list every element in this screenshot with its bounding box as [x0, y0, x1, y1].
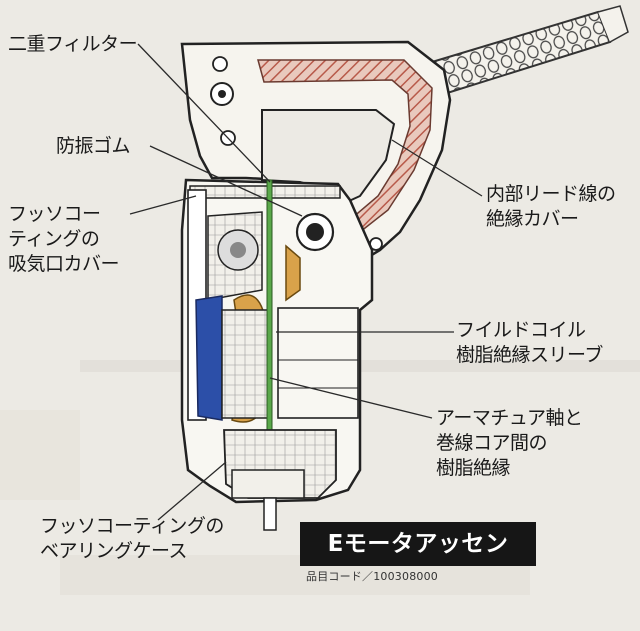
motor-frame	[180, 178, 374, 531]
label-fluoro-intake-cover: フッソコー ティングの 吸気口カバー	[8, 203, 120, 275]
label-lead-insulation: 内部リード線の 絶縁カバー	[486, 183, 616, 230]
product-title: Eモータアッセン	[300, 522, 536, 566]
label-field-coil-sleeve: フイルドコイル 樹脂絶縁スリーブ	[456, 319, 603, 366]
label-armature-insulation: アーマチュア軸と 巻線コア間の 樹脂絶縁	[436, 407, 583, 479]
label-bearing-case: フッソコーティングの ベアリングケース	[40, 515, 224, 562]
leader-double-filter	[137, 43, 271, 183]
product-code: 品目コード／100308000	[306, 570, 438, 583]
leader-vibration-rubber	[149, 145, 303, 217]
power-cord	[430, 5, 629, 96]
label-double-filter: 二重フィルター	[8, 33, 138, 55]
leader-bearing-case	[157, 461, 227, 521]
leader-lines	[129, 43, 483, 521]
leader-lead-insulation	[391, 139, 483, 197]
leader-armature	[269, 377, 433, 419]
label-vibration-rubber: 防振ゴム	[56, 135, 131, 157]
leader-intake-cover	[129, 195, 197, 215]
